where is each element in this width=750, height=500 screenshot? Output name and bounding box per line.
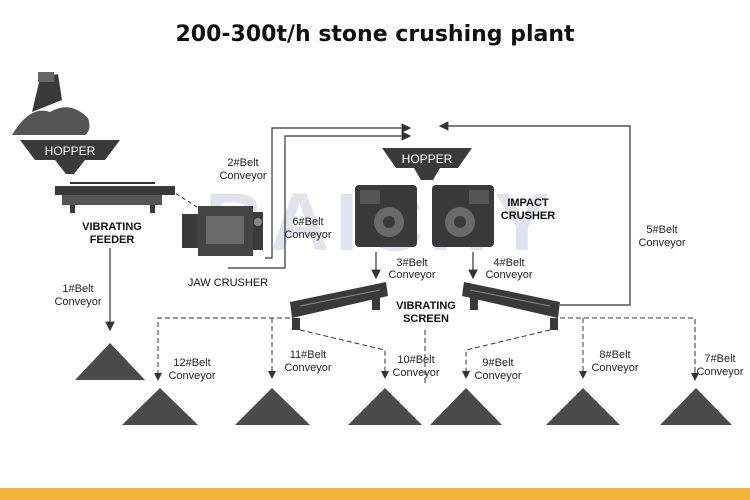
belt-3-label-2: Conveyor: [388, 269, 435, 281]
belt-6-label-2: Conveyor: [284, 229, 331, 241]
svg-text:HOPPER: HOPPER: [402, 152, 453, 166]
dashed-distribution-right: [560, 317, 696, 378]
stockpile-1: [75, 343, 145, 380]
dashed-10: [299, 329, 389, 379]
dashed-9: [462, 329, 551, 379]
belt-2-path: [265, 123, 412, 259]
vibrating-screen-right: [462, 282, 560, 330]
svg-text:HOPPER: HOPPER: [45, 144, 96, 158]
vibrating-screen-label-2: SCREEN: [403, 313, 449, 325]
jaw-crusher: [182, 206, 263, 256]
belt-7-label-1: 7#Belt: [704, 353, 735, 365]
belt-4-label-1: 4#Belt: [493, 257, 524, 269]
belt-11-label-2: Conveyor: [284, 362, 331, 374]
belt-2-label-2: Conveyor: [219, 170, 266, 182]
impact-crusher-label-1: IMPACT: [507, 197, 549, 209]
vibrating-feeder-label-1: VIBRATING: [82, 221, 142, 233]
stockpile-12: [122, 388, 198, 425]
belt-4-label-2: Conveyor: [485, 269, 532, 281]
bottom-accent-bar: [0, 488, 750, 500]
stockpile-10: [348, 388, 422, 425]
belt-6-path: [228, 131, 412, 269]
belt-1-label-1: 1#Belt: [62, 283, 93, 295]
belt-10-label-1: 10#Belt: [397, 354, 434, 366]
belt-12-label-1: 12#Belt: [173, 357, 210, 369]
stockpile-9: [430, 388, 502, 425]
page-title: 200-300t/h stone crushing plant: [175, 22, 575, 47]
impact-crusher-left: [355, 185, 417, 247]
belt-5-label-2: Conveyor: [638, 237, 685, 249]
belt-5-path: [438, 121, 631, 306]
excavator-icon: [12, 72, 90, 135]
belt-9-label-1: 9#Belt: [482, 357, 513, 369]
belt-1-label-2: Conveyor: [54, 296, 101, 308]
belt-2-label-1: 2#Belt: [227, 157, 258, 169]
belt-6-label-1: 6#Belt: [292, 216, 323, 228]
belt-5-label-1: 5#Belt: [646, 224, 677, 236]
stockpile-11: [235, 388, 310, 425]
stockpile-7: [660, 388, 732, 425]
belt-8-label-2: Conveyor: [591, 362, 638, 374]
belt-8-label-1: 8#Belt: [599, 349, 630, 361]
vibrating-feeder: [55, 182, 175, 213]
impact-crusher-label-2: CRUSHER: [501, 210, 555, 222]
vibrating-screen-label-1: VIBRATING: [396, 300, 456, 312]
dashed-distribution-left: [157, 317, 290, 378]
belt-3-label-1: 3#Belt: [396, 257, 427, 269]
belt-12-label-2: Conveyor: [168, 370, 215, 382]
stockpile-8: [546, 388, 620, 425]
impact-crusher-right: [432, 185, 494, 247]
primary-hopper: HOPPER: [20, 140, 120, 174]
vibrating-feeder-label-2: FEEDER: [90, 234, 135, 246]
belt-7-label-2: Conveyor: [696, 366, 743, 378]
vibrating-screen-left: [290, 282, 388, 330]
belt-9-label-2: Conveyor: [474, 370, 521, 382]
belt-10-label-2: Conveyor: [392, 367, 439, 379]
secondary-hopper: HOPPER: [382, 148, 472, 180]
jaw-crusher-label: JAW CRUSHER: [188, 277, 268, 289]
belt-11-label-1: 11#Belt: [290, 349, 327, 361]
